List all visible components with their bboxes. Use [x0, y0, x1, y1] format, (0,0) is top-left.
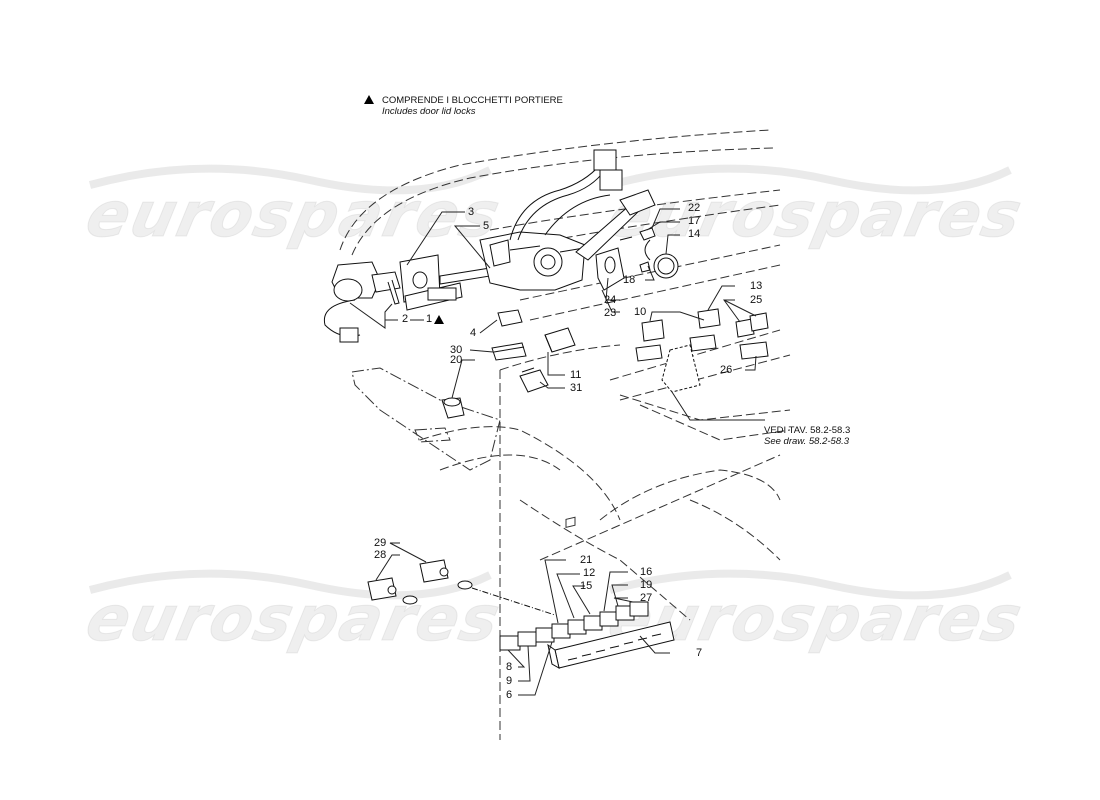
callout-18: 18: [623, 274, 636, 286]
callout-26: 26: [720, 364, 733, 376]
reference-italian: VEDI TAV. 58.2-58.3: [764, 425, 851, 436]
callout-29: 29: [374, 537, 387, 549]
callout-24: 24: [604, 294, 617, 306]
callout-13: 13: [750, 280, 763, 292]
callout-9: 9: [506, 675, 513, 687]
callout-17: 17: [688, 215, 701, 227]
callout-25: 25: [750, 294, 763, 306]
callout-21: 21: [580, 554, 593, 566]
callout-11: 11: [570, 369, 582, 381]
callout-15: 15: [580, 580, 593, 592]
callout-14: 14: [688, 228, 701, 240]
note-door-lock-inclusion: COMPRENDE I BLOCCHETTI PORTIERE Includes…: [364, 95, 563, 117]
callout-7: 7: [696, 647, 703, 659]
triangle-marker-icon: [434, 315, 444, 324]
reference-english: See draw. 58.2-58.3: [764, 436, 850, 447]
callout-23: 23: [604, 307, 617, 319]
callout-4: 4: [470, 327, 477, 339]
drawing-reference: VEDI TAV. 58.2-58.3 See draw. 58.2-58.3: [764, 425, 850, 447]
callout-10: 10: [634, 306, 647, 318]
callout-28: 28: [374, 549, 387, 561]
triangle-marker-icon: [364, 95, 374, 104]
callout-3: 3: [468, 206, 475, 218]
callout-6: 6: [506, 689, 513, 701]
callout-1: 1: [426, 313, 433, 325]
callout-20: 20: [450, 354, 463, 366]
callout-16: 16: [640, 566, 653, 578]
callout-12: 12: [583, 567, 596, 579]
callout-31: 31: [570, 382, 583, 394]
callout-2: 2: [402, 313, 409, 325]
callout-19: 19: [640, 579, 653, 591]
callout-8: 8: [506, 661, 513, 673]
callout-27: 27: [640, 592, 653, 604]
note-italian: COMPRENDE I BLOCCHETTI PORTIERE: [382, 95, 563, 106]
note-english: Includes door lid locks: [382, 106, 476, 117]
callout-30: 30: [450, 344, 463, 356]
callout-5: 5: [483, 220, 490, 232]
callout-22: 22: [688, 202, 701, 214]
